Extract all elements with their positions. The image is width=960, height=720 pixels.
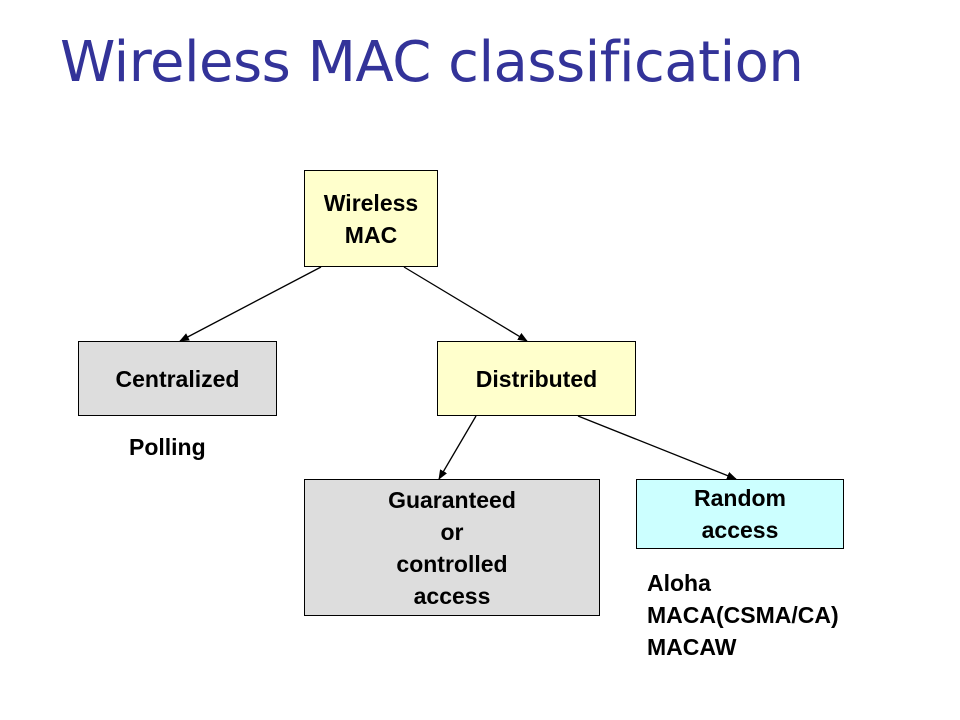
arrow-distributed-to-random: [577, 415, 737, 480]
node-guaranteed-access: Guaranteed or controlled access: [304, 479, 600, 616]
note-polling: Polling: [129, 434, 206, 460]
arrow-wireless-to-centralized: [179, 266, 322, 342]
node-wireless-mac-label: Wireless MAC: [323, 189, 419, 248]
note-random-access-examples: Aloha MACA(CSMA/CA) MACAW: [647, 570, 839, 660]
node-distributed: Distributed: [437, 341, 636, 416]
node-wireless-mac: Wireless MAC: [304, 170, 438, 267]
arrow-wireless-to-distributed: [403, 266, 528, 342]
node-distributed-label: Distributed: [475, 365, 598, 392]
slide-title: Wireless MAC classification: [60, 30, 804, 95]
node-random-access-label: Random access: [694, 485, 786, 543]
arrow-distributed-to-guaranteed: [438, 415, 477, 480]
node-centralized: Centralized: [78, 341, 277, 416]
node-guaranteed-access-label: Guaranteed or controlled access: [388, 486, 516, 609]
node-centralized-label: Centralized: [115, 365, 240, 392]
node-random-access: Random access: [636, 479, 844, 549]
